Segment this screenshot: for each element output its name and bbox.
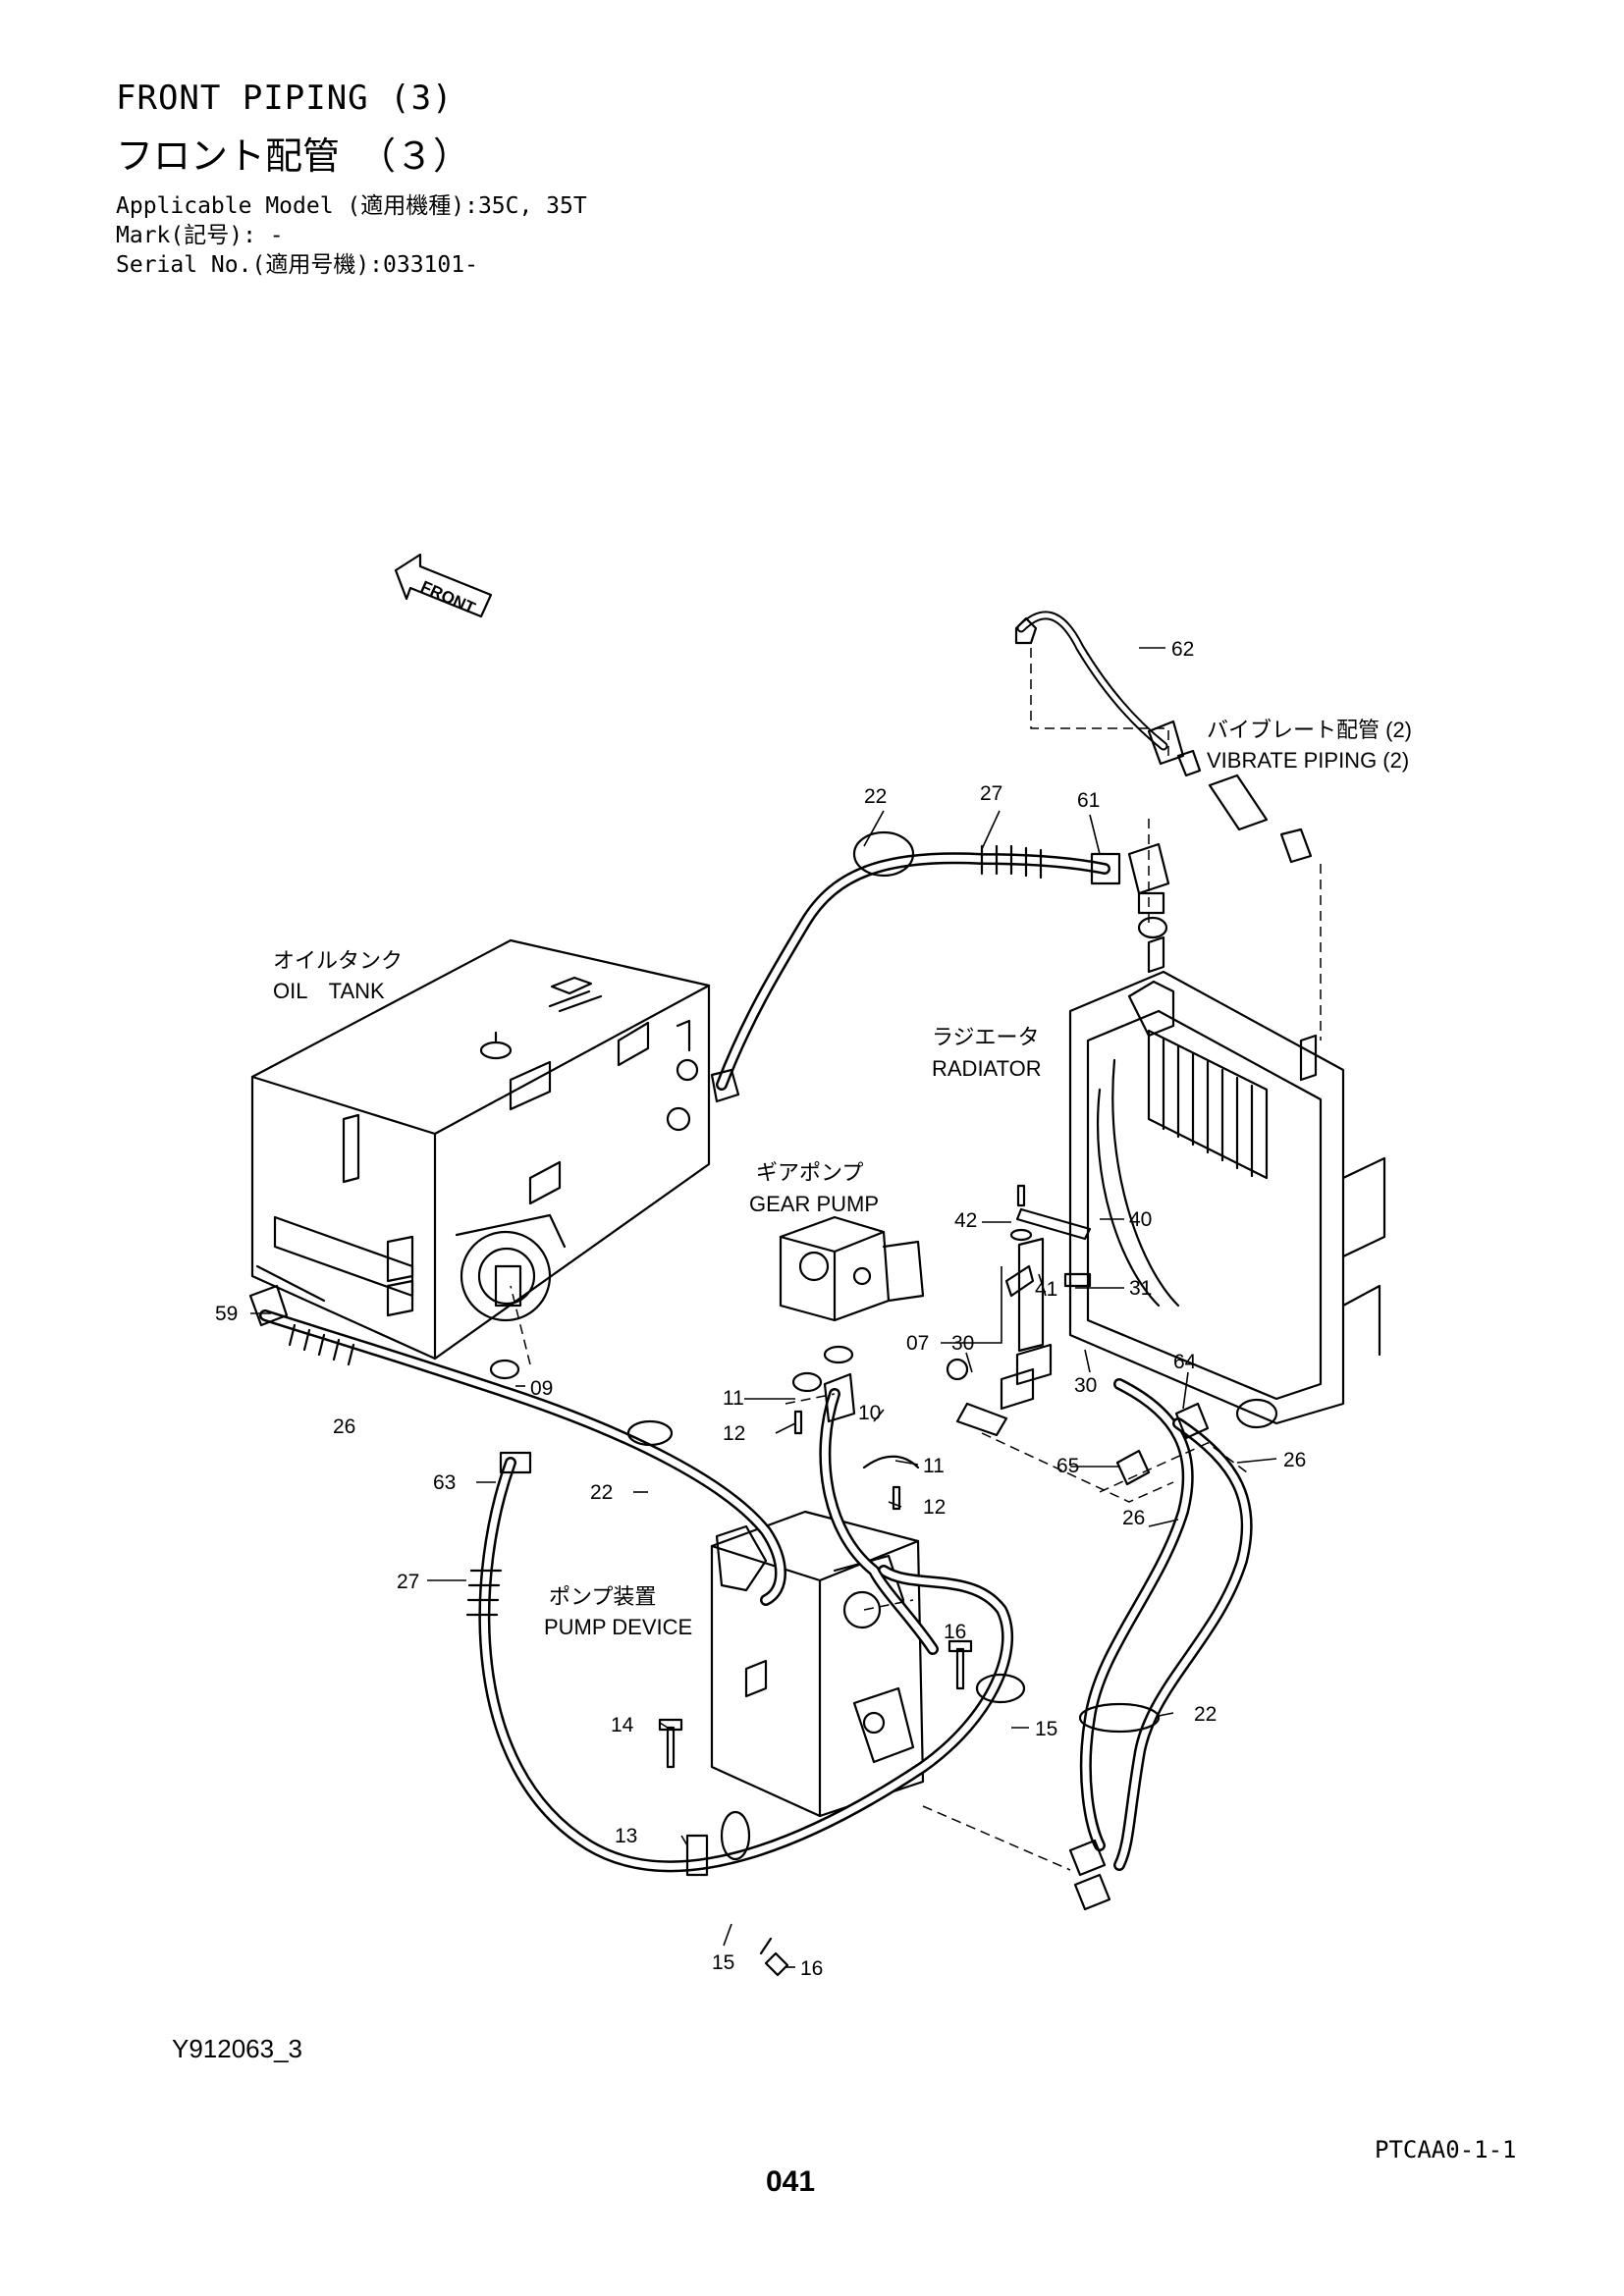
part-number-14: 14: [611, 1714, 634, 1736]
part-number-07: 07: [906, 1332, 929, 1355]
part-number-15-right: 15: [1035, 1718, 1057, 1740]
part-number-27-left: 27: [397, 1571, 419, 1593]
radiator-label-jp: ラジエータ: [932, 1025, 1040, 1049]
part-number-11-lower: 11: [923, 1455, 945, 1477]
part-number-11-upper: 11: [723, 1387, 744, 1410]
part-number-10: 10: [858, 1402, 881, 1424]
oil-tank: [250, 938, 711, 1380]
part-number-64: 64: [1173, 1351, 1197, 1373]
part-number-09: 09: [530, 1377, 553, 1400]
page-number: 041: [766, 2165, 816, 2198]
gear-pump-label-en: GEAR PUMP: [749, 1192, 879, 1216]
part-number-65: 65: [1056, 1455, 1079, 1477]
part-number-42: 42: [954, 1209, 977, 1232]
part-number-12-upper: 12: [723, 1422, 745, 1445]
vibrate-piping-label-jp: バイブレート配管 (2): [1207, 718, 1412, 742]
radiator-label-en: RADIATOR: [932, 1056, 1042, 1081]
part-number-13: 13: [615, 1825, 637, 1847]
vibrate-piping-label-en: VIBRATE PIPING (2): [1207, 748, 1409, 773]
mark-code: Mark(記号): -: [116, 223, 284, 248]
part-number-16-lower: 16: [800, 1957, 823, 1980]
part-number-27: 27: [980, 782, 1002, 805]
part-number-40: 40: [1129, 1208, 1152, 1231]
oil-tank-label-en: OIL TANK: [273, 979, 385, 1003]
part-number-41: 41: [1035, 1278, 1057, 1301]
pump-device: [710, 1510, 925, 1818]
part-number-63: 63: [433, 1471, 456, 1494]
part-number-22-right: 22: [1194, 1703, 1217, 1726]
part-number-59: 59: [215, 1303, 238, 1325]
gear-pump: [779, 1215, 925, 1364]
front-arrow-icon: FRONT: [394, 553, 493, 617]
part-number-30-right: 30: [1074, 1374, 1097, 1397]
part-number-15-lower: 15: [712, 1951, 734, 1974]
radiator: [1068, 935, 1386, 1429]
part-number-26-right: 26: [1283, 1449, 1306, 1471]
part-number-31: 31: [1129, 1277, 1152, 1300]
part-number-16-upper: 16: [944, 1621, 966, 1643]
front-arrow-label: FRONT: [418, 577, 479, 617]
gear-pump-label-jp: ギアポンプ: [756, 1160, 863, 1185]
page-title: FRONT PIPING (3): [116, 79, 454, 118]
bracket-assembly: [946, 1184, 1092, 1437]
part-number-62: 62: [1171, 638, 1194, 661]
serial-number: Serial No.(適用号機):033101-: [116, 252, 478, 278]
part-number-30-left: 30: [951, 1332, 974, 1355]
catalog-code: PTCAA0-1-1: [1375, 2136, 1517, 2163]
part-number-22: 22: [864, 785, 887, 808]
pump-device-label-en: PUMP DEVICE: [544, 1615, 692, 1639]
part-number-22-left: 22: [590, 1481, 613, 1504]
part-number-12-lower: 12: [923, 1496, 946, 1519]
part-number-61: 61: [1077, 789, 1100, 812]
part-number-26-left: 26: [333, 1415, 355, 1438]
drawing-code: Y912063_3: [172, 2034, 303, 2063]
page-title-japanese: フロント配管 （３）: [116, 134, 471, 178]
applicable-model: Applicable Model (適用機種):35C, 35T: [116, 193, 587, 219]
oil-tank-label-jp: オイルタンク: [273, 948, 403, 973]
pump-device-label-jp: ポンプ装置: [549, 1584, 656, 1609]
part-number-26-lower: 26: [1122, 1507, 1145, 1529]
